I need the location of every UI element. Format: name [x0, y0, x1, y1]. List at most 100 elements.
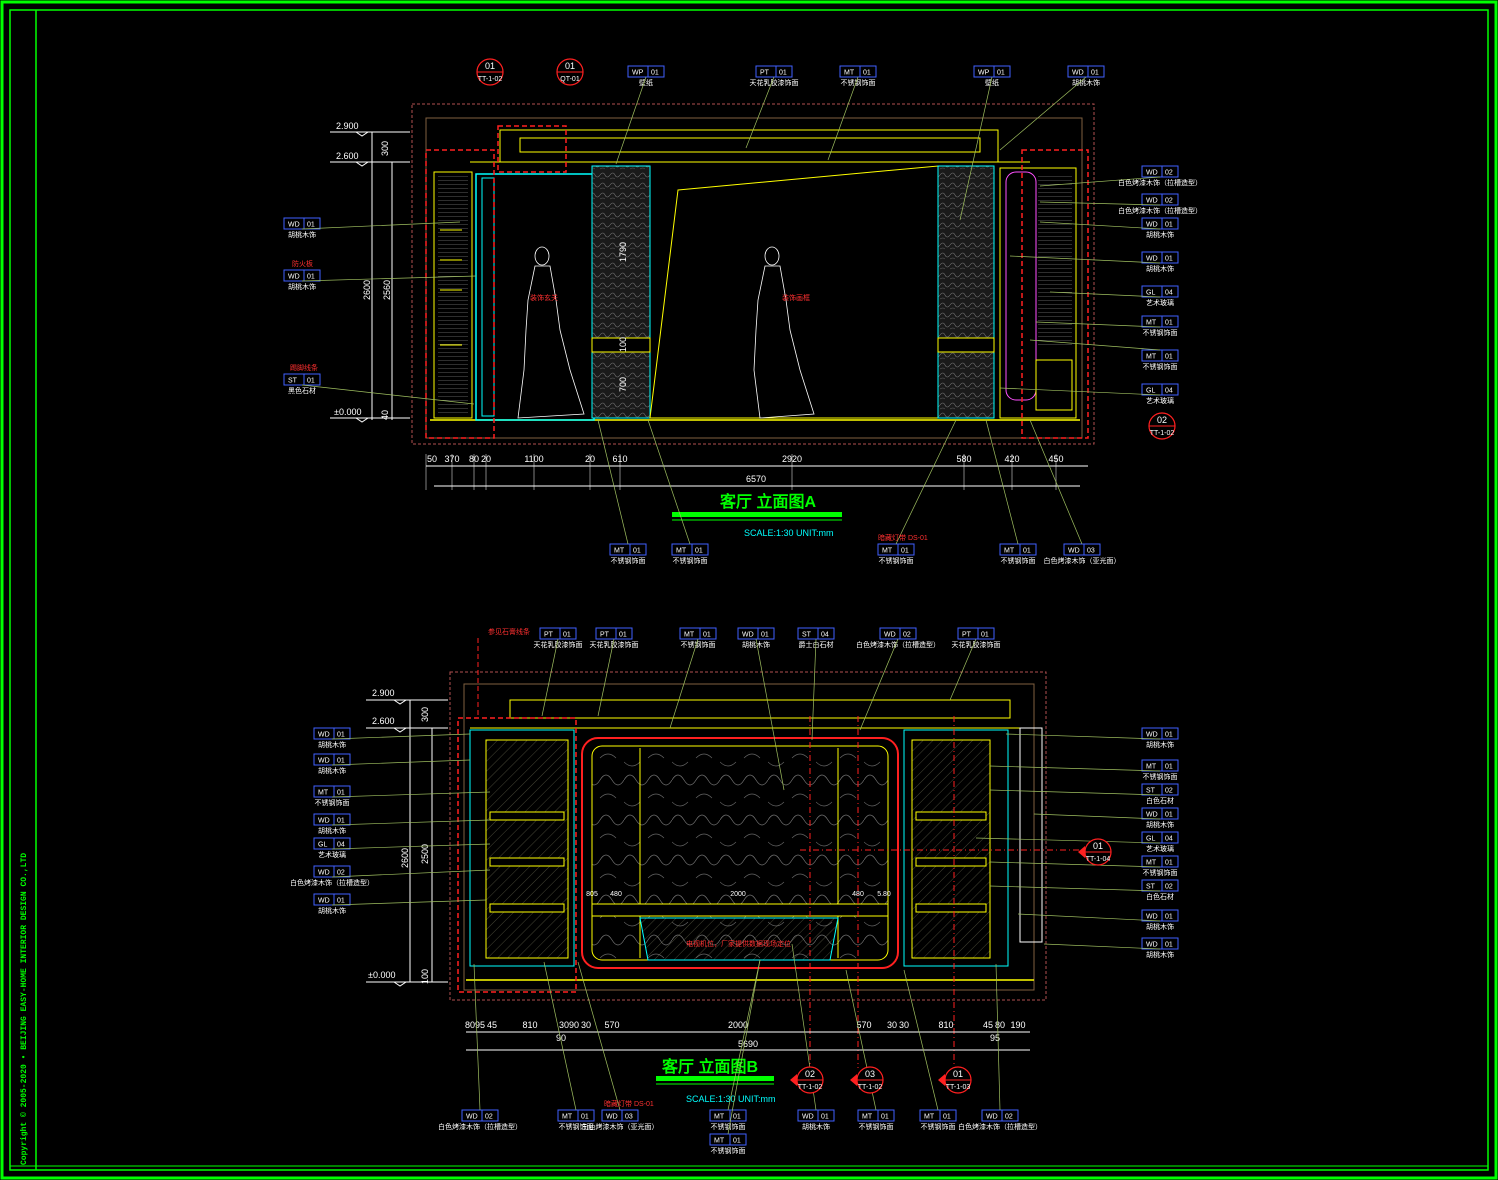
tag-description: 胡桃木饰: [288, 282, 316, 291]
tag-number: 01: [581, 1114, 589, 1121]
b-level-0: ±0.000: [368, 970, 395, 980]
tag-code: MT: [862, 1114, 873, 1121]
tag-number: 01: [1165, 354, 1173, 361]
tag-description: 不锈钢饰面: [559, 1122, 594, 1131]
tag-description: 不锈钢饰面: [315, 798, 350, 807]
tag-number: 01: [901, 548, 909, 555]
tag-description: 壁纸: [985, 78, 999, 87]
tag-code: WD: [802, 1114, 814, 1121]
tag-code: GL: [1146, 836, 1155, 843]
tag-code: WD: [1146, 942, 1158, 949]
dim-label: 570: [856, 1020, 871, 1030]
tag-code: WD: [466, 1114, 478, 1121]
elev-a-outline: [411, 103, 1095, 445]
elev-a-vertical-dims: [371, 132, 393, 420]
tag-description: 白色烤漆木饰（亚光面）: [582, 1122, 659, 1131]
tag-description: 不锈钢饰面: [611, 556, 646, 565]
tag-number: 01: [1165, 256, 1173, 263]
tag-code: MT: [882, 548, 893, 555]
tag-description: 胡桃木饰: [318, 826, 346, 835]
tag-number: 01: [1165, 942, 1173, 949]
tag-number: 01: [563, 632, 571, 639]
tag-description: 壁纸: [639, 78, 653, 87]
tag-number: 02: [903, 632, 911, 639]
dim-label: 50: [427, 454, 437, 464]
tag-description: 天花乳胶漆饰面: [750, 78, 799, 87]
tag-number: 01: [1091, 70, 1099, 77]
dim-1790: 1790: [618, 242, 628, 262]
tag-number: 01: [307, 222, 315, 229]
dim-6570: 6570: [746, 474, 766, 484]
tag-code: WD: [318, 758, 330, 765]
tag-number: 01: [1165, 732, 1173, 739]
section-ref: TT-1-04: [1086, 856, 1111, 863]
b-dim-300: 300: [420, 707, 430, 722]
tag-description: 天花乳胶漆饰面: [952, 640, 1001, 649]
elev-b-level-markers: [366, 699, 448, 987]
tag-code: WP: [978, 70, 990, 77]
tag-code: MT: [614, 548, 625, 555]
b-dim-100: 100: [420, 969, 430, 984]
tag-description: 不锈钢饰面: [921, 1122, 956, 1131]
tag-number: 01: [981, 632, 989, 639]
tag-number: 01: [1023, 548, 1031, 555]
section-ref: QT-01: [560, 76, 580, 83]
tag-code: WD: [288, 274, 300, 281]
elev-a-figure-note-1: 装饰玄关: [530, 293, 558, 302]
elev-b-tv-frame: [581, 737, 899, 969]
tag-number: 01: [337, 758, 345, 765]
dim-label: 810: [522, 1020, 537, 1030]
tag-code: MT: [924, 1114, 935, 1121]
tv-dim-label: 2000: [730, 891, 746, 898]
tv-dim-label: 480: [610, 891, 622, 898]
tag-code: MT: [714, 1114, 725, 1121]
tag-code: WD: [606, 1114, 618, 1121]
tag-number: 01: [881, 1114, 889, 1121]
red-note: 踢脚线条: [290, 363, 318, 372]
tag-number: 01: [1165, 764, 1173, 771]
tag-code: MT: [714, 1138, 725, 1145]
tag-description: 胡桃木饰: [1146, 264, 1174, 273]
tag-description: 白色烤漆木饰（拉槽造型）: [856, 640, 940, 649]
section-number: 02: [1157, 415, 1167, 425]
tag-code: WD: [1146, 198, 1158, 205]
tag-description: 胡桃木饰: [1146, 230, 1174, 239]
elev-a-left-cabinet: [433, 171, 473, 419]
dim-40: 40: [380, 410, 390, 420]
tag-code: WD: [884, 632, 896, 639]
tag-description: 胡桃木饰: [1146, 740, 1174, 749]
elev-b-vertical-dims: [409, 700, 433, 982]
tag-code: WD: [1068, 548, 1080, 555]
tag-description: 不锈钢饰面: [841, 78, 876, 87]
tag-code: MT: [318, 790, 329, 797]
top-red-note: 参见石膏线条: [488, 627, 530, 636]
elev-b-horizontal-dims: [466, 1031, 1030, 1051]
tag-code: ST: [802, 632, 812, 639]
section-number: 02: [805, 1069, 815, 1079]
tag-number: 02: [1165, 788, 1173, 795]
tag-code: MT: [684, 632, 695, 639]
tag-number: 01: [1165, 222, 1173, 229]
elevation-b: 电视机位，厂家提供数据现场定位 参见石膏线条 2.900 2.600 ±0.00…: [366, 627, 1084, 1104]
tag-code: WD: [986, 1114, 998, 1121]
b-dim-90: 90: [556, 1033, 566, 1043]
tag-description: 胡桃木饰: [288, 230, 316, 239]
